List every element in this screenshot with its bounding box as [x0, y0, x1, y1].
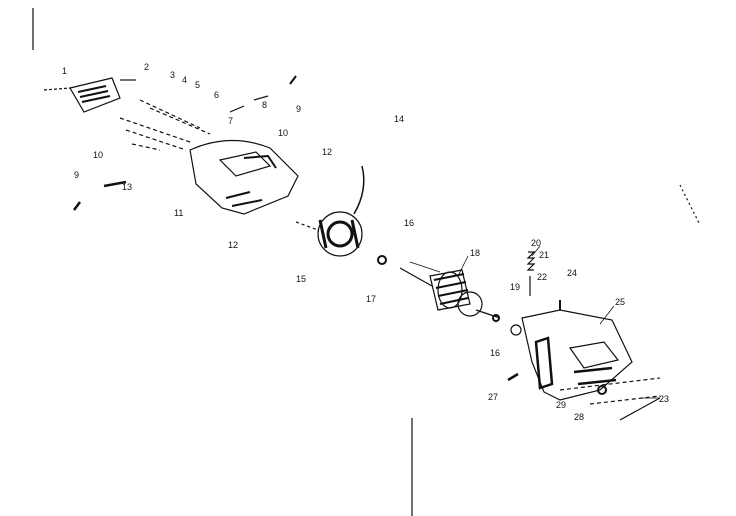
callout-14: 14 [394, 114, 405, 124]
part-bearing [377, 255, 387, 265]
callout-1: 1 [62, 66, 68, 76]
part-clips [229, 95, 269, 113]
edge-mark-right [679, 184, 701, 226]
callout-13: 13 [122, 182, 133, 192]
callout-10-left: 10 [93, 150, 104, 160]
callout-21: 21 [539, 250, 550, 260]
part-switch-plate [43, 77, 136, 113]
callout-19: 19 [510, 282, 521, 292]
part-spring [526, 251, 536, 271]
part-pin-left [73, 201, 81, 211]
callout-12-upper: 12 [322, 147, 333, 157]
part-screw-left [103, 180, 127, 188]
callout-15: 15 [296, 274, 307, 284]
callout-5: 5 [195, 80, 201, 90]
part-screw-27 [507, 372, 519, 382]
part-spring-clip [289, 75, 297, 85]
part-field-stator [295, 165, 365, 257]
callout-29: 29 [556, 400, 567, 410]
callout-16-lower: 16 [490, 348, 501, 358]
part-gear-case [510, 309, 633, 401]
callout-3: 3 [170, 70, 176, 80]
callout-23: 23 [659, 394, 670, 404]
callout-24: 24 [567, 268, 578, 278]
leader-lines [409, 245, 660, 399]
part-housing [189, 139, 299, 215]
part-screws-base [559, 377, 661, 421]
callout-16-upper: 16 [404, 218, 415, 228]
callout-22: 22 [537, 272, 548, 282]
callout-7: 7 [228, 116, 234, 126]
callout-6: 6 [214, 90, 220, 100]
part-armature [399, 267, 501, 319]
callout-27: 27 [488, 392, 499, 402]
callout-10-upper: 10 [278, 128, 289, 138]
callout-28: 28 [574, 412, 585, 422]
part-washer [492, 314, 500, 322]
callout-4: 4 [182, 75, 188, 85]
callout-9-left: 9 [74, 170, 80, 180]
callout-25: 25 [615, 297, 626, 307]
callout-20: 20 [531, 238, 542, 248]
callout-11: 11 [174, 208, 184, 218]
callout-8: 8 [262, 100, 268, 110]
callout-2: 2 [144, 62, 150, 72]
callout-9-upper: 9 [296, 104, 302, 114]
part-small-fittings [119, 99, 211, 151]
callout-18: 18 [470, 248, 481, 258]
callout-17: 17 [366, 294, 377, 304]
callout-12-lower: 12 [228, 240, 239, 250]
